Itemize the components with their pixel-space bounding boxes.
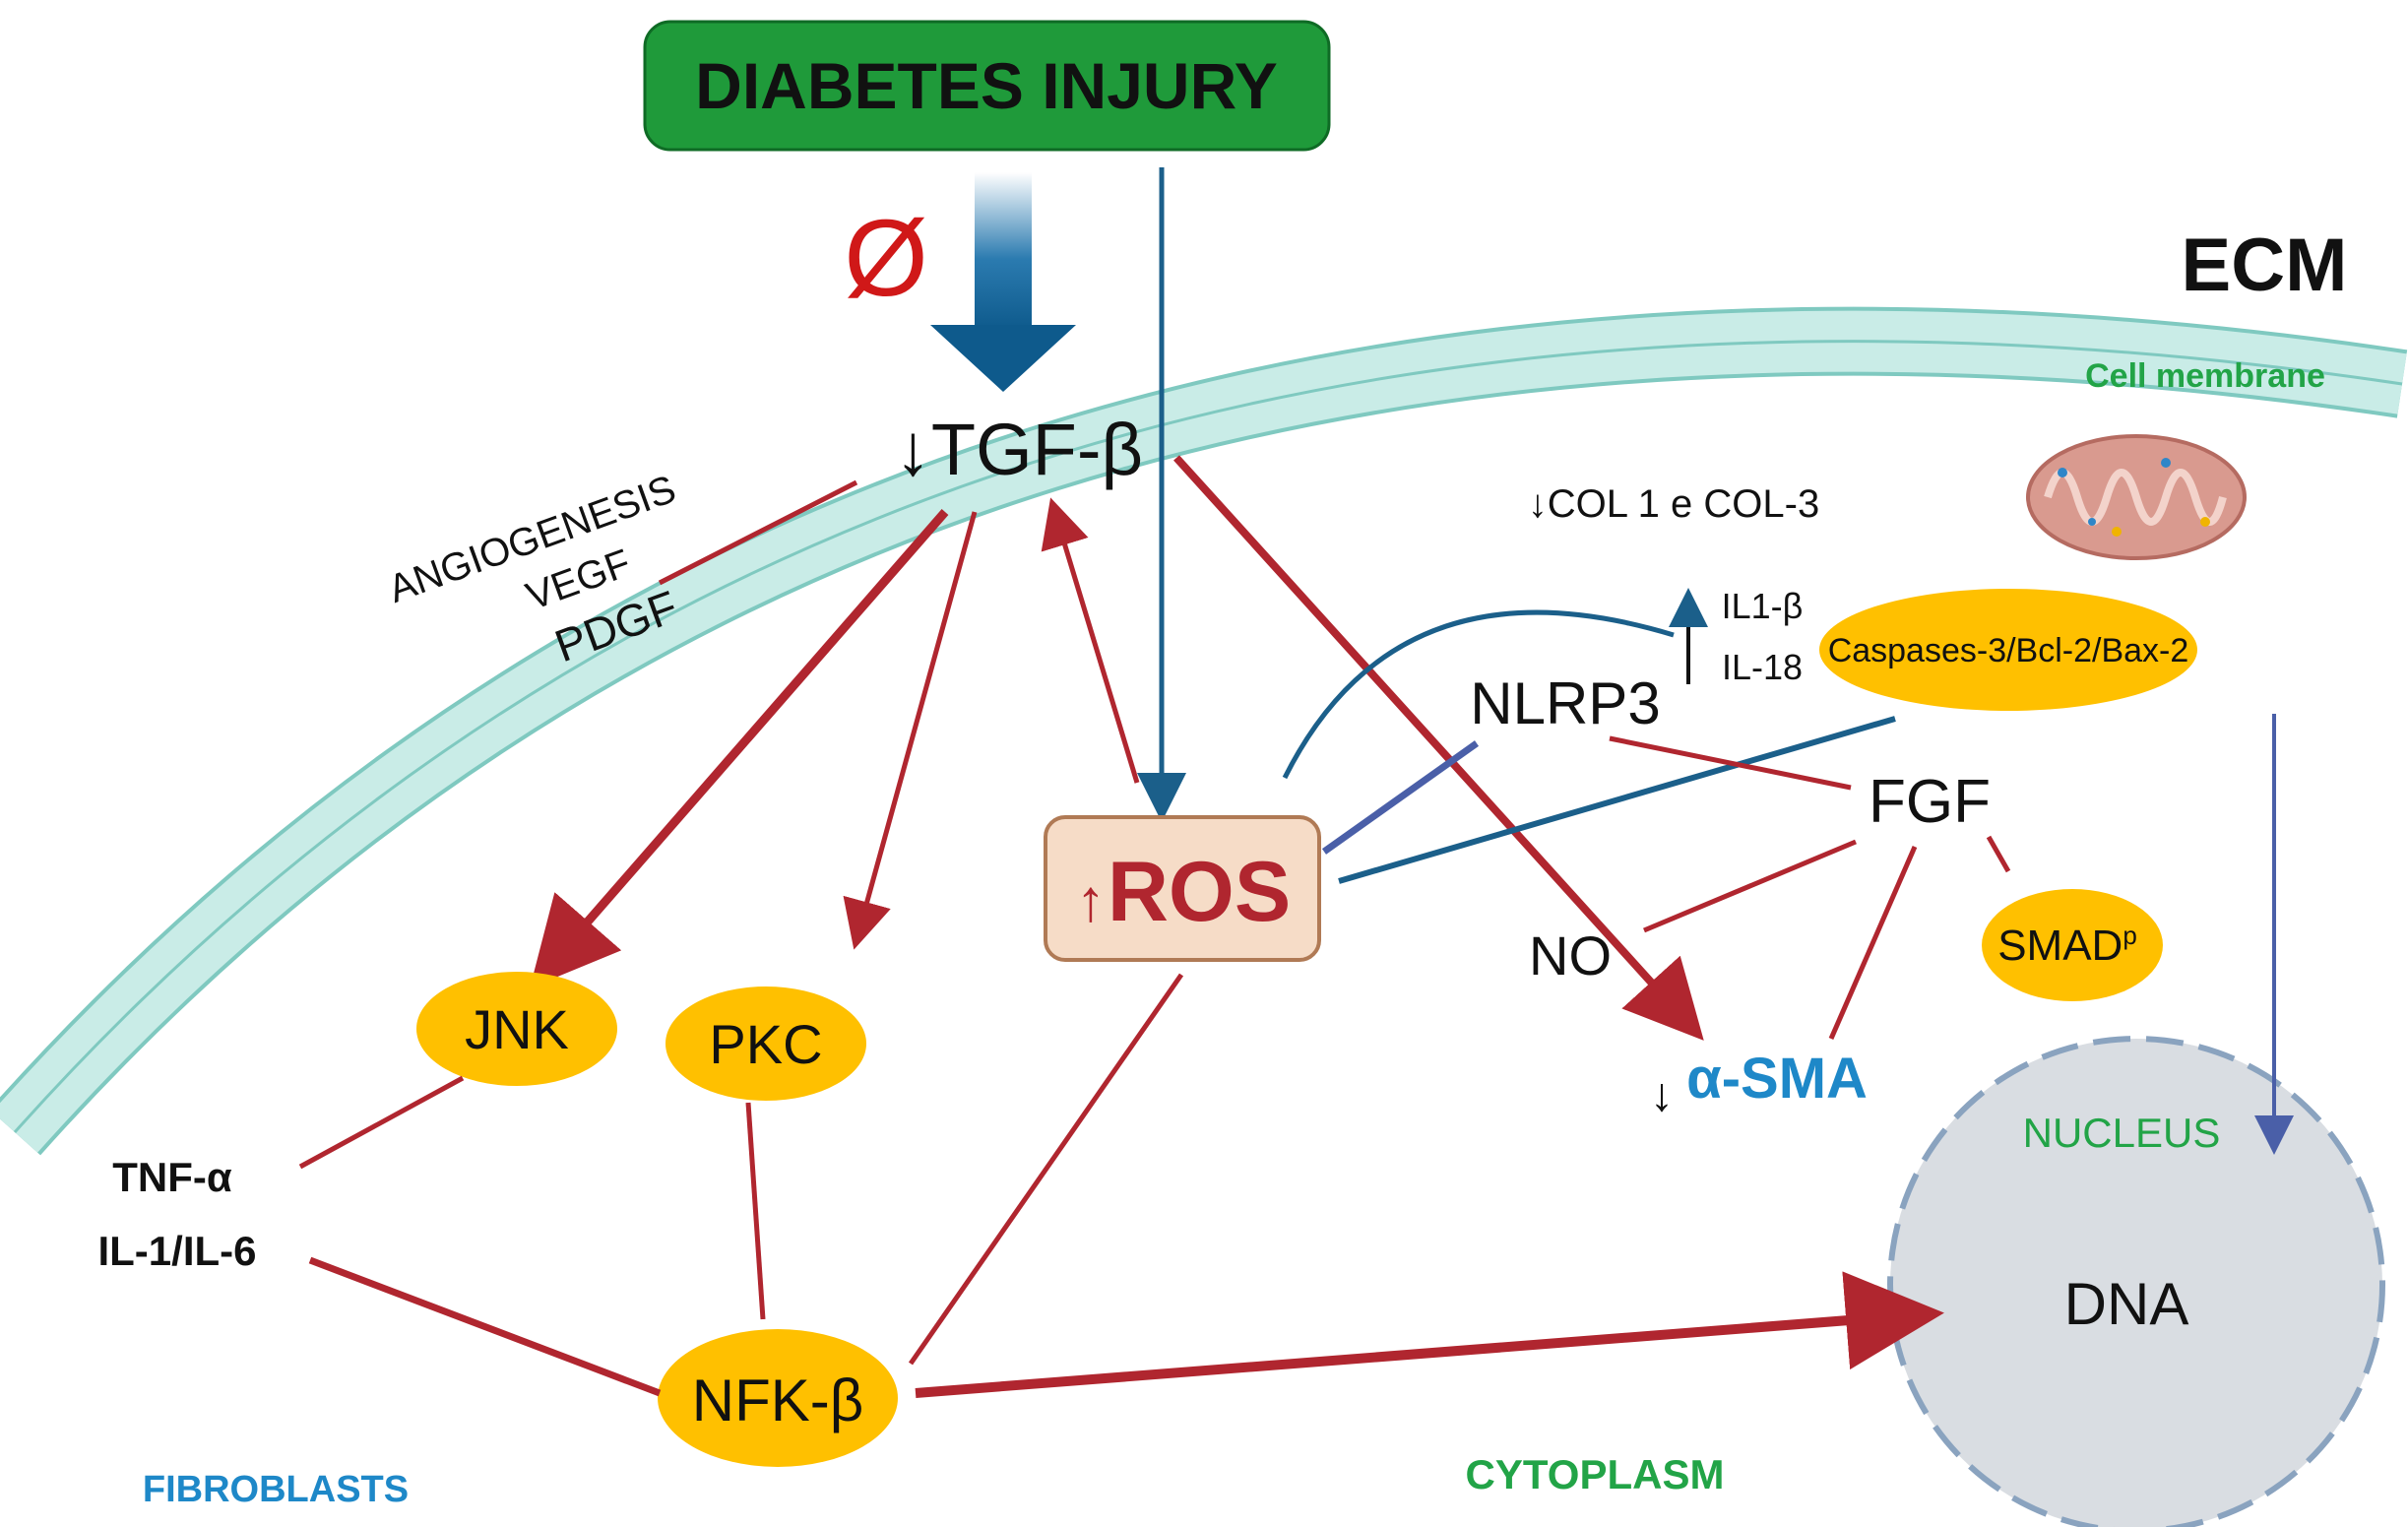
nfk-node: NFK-β <box>658 1329 898 1467</box>
line-ros-nfk <box>908 973 1184 1366</box>
dna-label: DNA <box>2064 1271 2189 1337</box>
ecm-label: ECM <box>2182 223 2348 307</box>
alpha-sma-label: α-SMA <box>1686 1047 1868 1111</box>
nfk-label: NFK-β <box>692 1368 864 1433</box>
line-jnk-tnf <box>298 1075 465 1170</box>
tgf-beta-label: ↓TGF-β <box>895 409 1143 490</box>
line-ros-nlrp3 <box>1321 740 1480 855</box>
smad-node: SMADp <box>1982 889 2163 1001</box>
ros-box: ↑ ROS <box>1044 815 1321 962</box>
curve-ros-il <box>1282 609 1675 780</box>
col-label: ↓COL 1 e COL-3 <box>1528 482 1819 526</box>
arrow-tgf-to-pkc <box>843 511 978 950</box>
cytoplasm-label: CYTOPLASM <box>1466 1451 1725 1497</box>
caspases-node: Caspases-3/Bcl-2/Bax-2 <box>1819 589 2197 711</box>
cell-membrane <box>0 306 2408 1156</box>
line-angiogenesis-tgf <box>658 479 858 586</box>
inhibition-symbol: Ø <box>844 198 928 319</box>
big-arrow-icon <box>930 172 1076 392</box>
jnk-label: JNK <box>465 998 569 1060</box>
cell-membrane-label: Cell membrane <box>2085 357 2325 395</box>
tnf-label: TNF-α <box>112 1154 232 1200</box>
diabetes-injury-box: DIABETES INJURY <box>643 20 1331 152</box>
line-ros-caspases <box>1338 716 1896 884</box>
line-il-nfk <box>308 1256 662 1397</box>
fgf-label: FGF <box>1869 768 1991 836</box>
line-pkc-nfk <box>745 1102 766 1320</box>
nlrp3-label: NLRP3 <box>1470 670 1660 736</box>
title: DIABETES INJURY <box>695 49 1278 122</box>
pkc-label: PKC <box>709 1013 822 1075</box>
jnk-node: JNK <box>416 972 617 1086</box>
fibroblasts-label: FIBROBLASTS <box>143 1469 409 1510</box>
smad-superscript: p <box>2123 921 2136 950</box>
il1b-label: IL1-β <box>1722 586 1804 626</box>
line-nlrp3-fgf <box>1609 735 1852 791</box>
line-fgf-smad <box>1986 835 2011 873</box>
il16-label: IL-1/IL-6 <box>97 1228 256 1274</box>
smad-label: SMADp <box>1997 921 2137 970</box>
line-fgf-alpha-sma <box>1828 846 1918 1040</box>
il18-label: IL-18 <box>1722 647 1803 687</box>
arrow-ros-to-tgf <box>1041 497 1140 784</box>
arrow-tgf-to-jnk <box>530 509 949 988</box>
arrow-tgf-to-alpha-sma <box>1173 455 1704 1041</box>
nucleus-label: NUCLEUS <box>2023 1110 2221 1156</box>
ros-arrow: ↑ <box>1076 867 1106 933</box>
alpha-sma-arrow: ↓ <box>1650 1069 1674 1121</box>
ros-label: ROS <box>1108 845 1291 939</box>
caspases-label: Caspases-3/Bcl-2/Bax-2 <box>1828 632 2189 669</box>
pkc-node: PKC <box>665 986 866 1101</box>
mitochondrion-icon <box>2026 434 2247 560</box>
no-label: NO <box>1529 924 1612 986</box>
arrow-nfk-to-dna <box>915 1271 1944 1398</box>
line-fgf-no <box>1643 839 1857 933</box>
